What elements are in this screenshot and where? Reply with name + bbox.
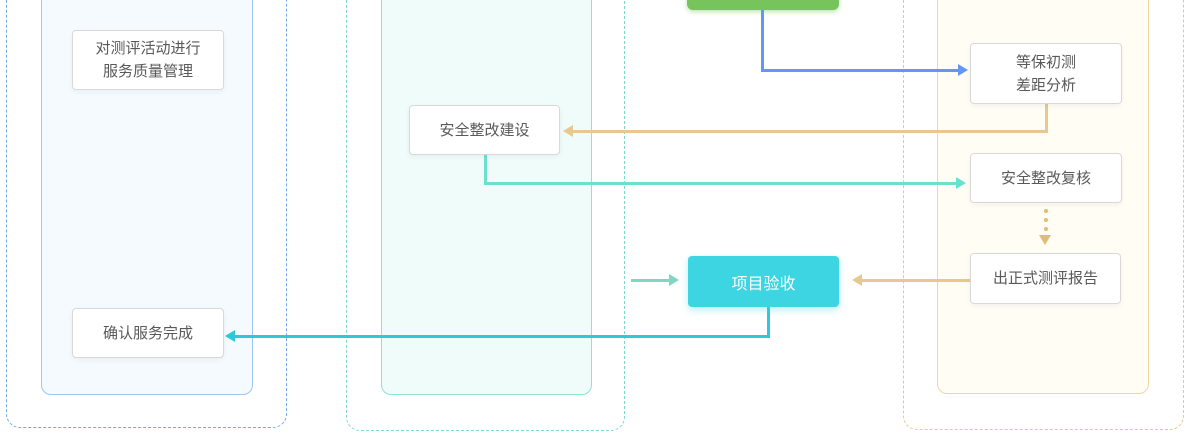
dotted-connector [1044,209,1048,213]
node-project-acceptance: 项目验收 [688,256,839,307]
node-label: 安全整改复核 [1000,169,1091,187]
start-node-green [687,0,839,10]
node-label: 安全整改建设 [439,121,530,139]
connector-line [484,182,958,185]
lane-middle-panel [381,0,592,395]
connector-line [573,130,1048,133]
connector-line [761,69,959,72]
node-label: 确认服务完成 [102,324,193,342]
node-security-rectification-build: 安全整改建设 [409,105,560,155]
node-label: 出正式测评报告 [992,270,1098,287]
node-initial-test-gap-analysis: 等保初测 差距分析 [970,43,1122,104]
arrowhead-left [225,330,235,342]
connector-line [767,307,770,338]
connector-line [234,335,770,338]
lane-right [903,0,1184,430]
connector-line [761,10,764,72]
lane-left [6,0,287,428]
arrowhead-down [1039,235,1051,245]
dotted-connector [1044,218,1048,222]
arrowhead-left [563,125,573,137]
arrowhead-left [852,274,862,286]
connector-line [1045,104,1048,133]
arrowhead-right [956,177,966,189]
arrowhead-right [958,64,968,76]
arrowhead-right [669,274,679,286]
node-label: 服务质量管理 [102,63,193,80]
dotted-connector [1044,227,1048,231]
connector-line [631,279,669,282]
lane-middle [346,0,625,431]
node-label: 差距分析 [1015,76,1076,94]
node-final-evaluation-report: 出正式测评报告 [970,253,1121,304]
node-label: 等保初测 [1015,53,1076,71]
connector-line [862,279,970,282]
node-label: 项目验收 [731,275,796,293]
node-label: 对测评活动进行 [95,40,201,57]
connector-line [484,155,487,185]
node-quality-management: 对测评活动进行 服务质量管理 [72,30,224,90]
node-rectification-review: 安全整改复核 [970,153,1122,203]
node-confirm-service-done: 确认服务完成 [72,308,224,358]
